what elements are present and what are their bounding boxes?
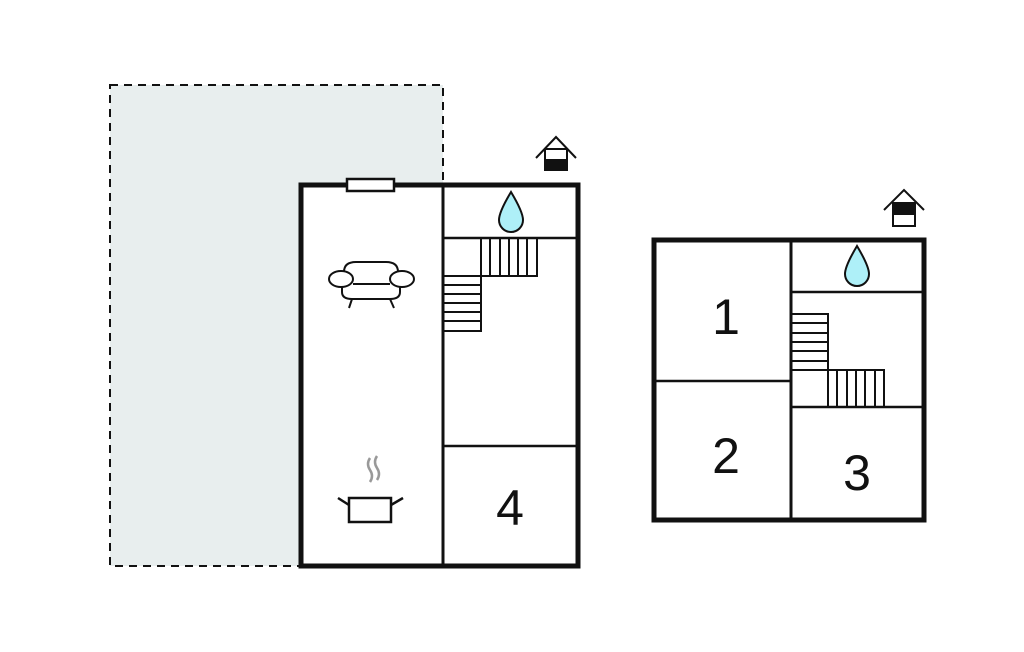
sofa-icon	[328, 261, 415, 309]
room-label: 4	[496, 480, 524, 536]
stairs-icon	[442, 237, 538, 332]
upper-floor-plan: 1 2 3	[651, 188, 927, 523]
stairs-icon	[790, 313, 885, 408]
room-label: 2	[712, 428, 740, 484]
water-drop-icon	[843, 244, 871, 287]
cooking-pot-icon	[337, 455, 404, 524]
water-drop-icon	[497, 190, 525, 233]
window-icon	[345, 177, 396, 193]
house-ground-floor-icon	[535, 135, 577, 171]
room-label: 3	[843, 445, 871, 501]
house-upper-floor-icon	[883, 188, 925, 227]
room-label: 1	[712, 289, 740, 345]
ground-floor-plan: 4	[298, 135, 581, 569]
